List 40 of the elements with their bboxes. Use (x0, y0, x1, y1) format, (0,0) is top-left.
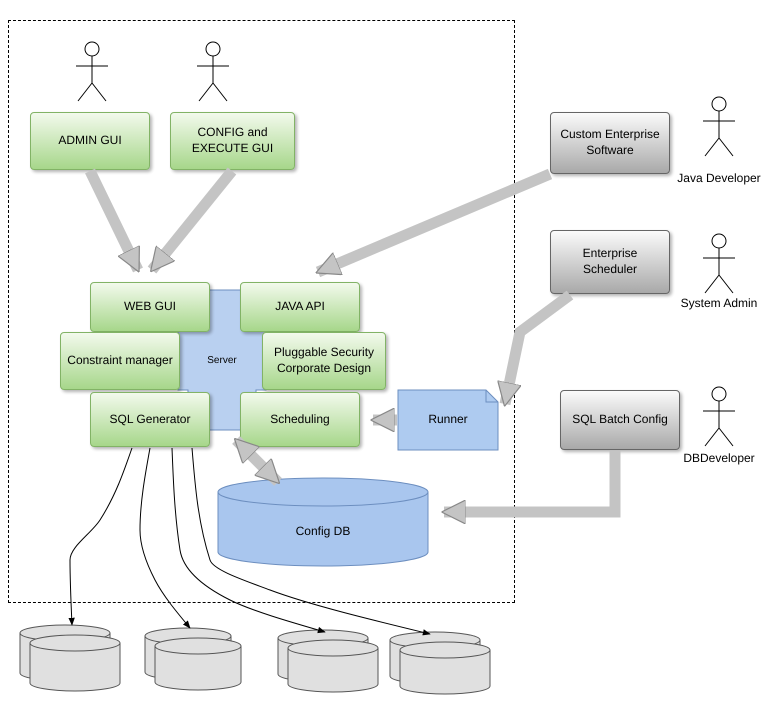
arrow (68, 448, 132, 626)
node-label: SQL Batch Config (572, 412, 668, 428)
process-box (90, 392, 210, 447)
block-arrow (85, 168, 143, 273)
block-arrow (315, 168, 552, 278)
node-label: ADMIN GUI (58, 133, 122, 149)
node-label: SQL Generator (110, 412, 190, 428)
block-arrow (148, 168, 236, 274)
node-label: Scheduling (270, 412, 330, 428)
node-label: Enterprise Scheduler (582, 246, 638, 278)
process-box (170, 112, 295, 170)
node-label: WEB GUI (124, 299, 176, 315)
block-arrow (441, 451, 620, 525)
node-label: Runner (428, 412, 468, 428)
node-label: CONFIG and EXECUTE GUI (190, 125, 274, 157)
node-label: System Admin (680, 296, 758, 312)
node-label: JAVA API (275, 299, 325, 315)
process-box (240, 282, 360, 332)
node-label: Config DB (296, 524, 350, 540)
process-box (240, 392, 360, 447)
node-label: Pluggable Security Corporate Design (272, 345, 376, 377)
process-box (262, 332, 386, 390)
node-label: DBDeveloper (682, 451, 756, 467)
process-box (30, 112, 150, 170)
node-label: Custom Enterprise Software (559, 127, 661, 159)
boundary-box (8, 20, 515, 603)
block-arrow (232, 436, 282, 486)
process-box (550, 230, 670, 294)
process-box (550, 112, 670, 174)
process-box (60, 332, 180, 390)
block-arrow (370, 407, 397, 433)
process-box (560, 390, 680, 450)
arrow (172, 448, 326, 634)
node-label: Server (207, 354, 237, 366)
node-label: Constraint manager (67, 353, 173, 369)
process-box (90, 282, 210, 332)
arrow (140, 448, 190, 629)
node-label: Java Developer (676, 171, 762, 187)
arrow (192, 448, 431, 636)
block-arrow (497, 290, 574, 407)
